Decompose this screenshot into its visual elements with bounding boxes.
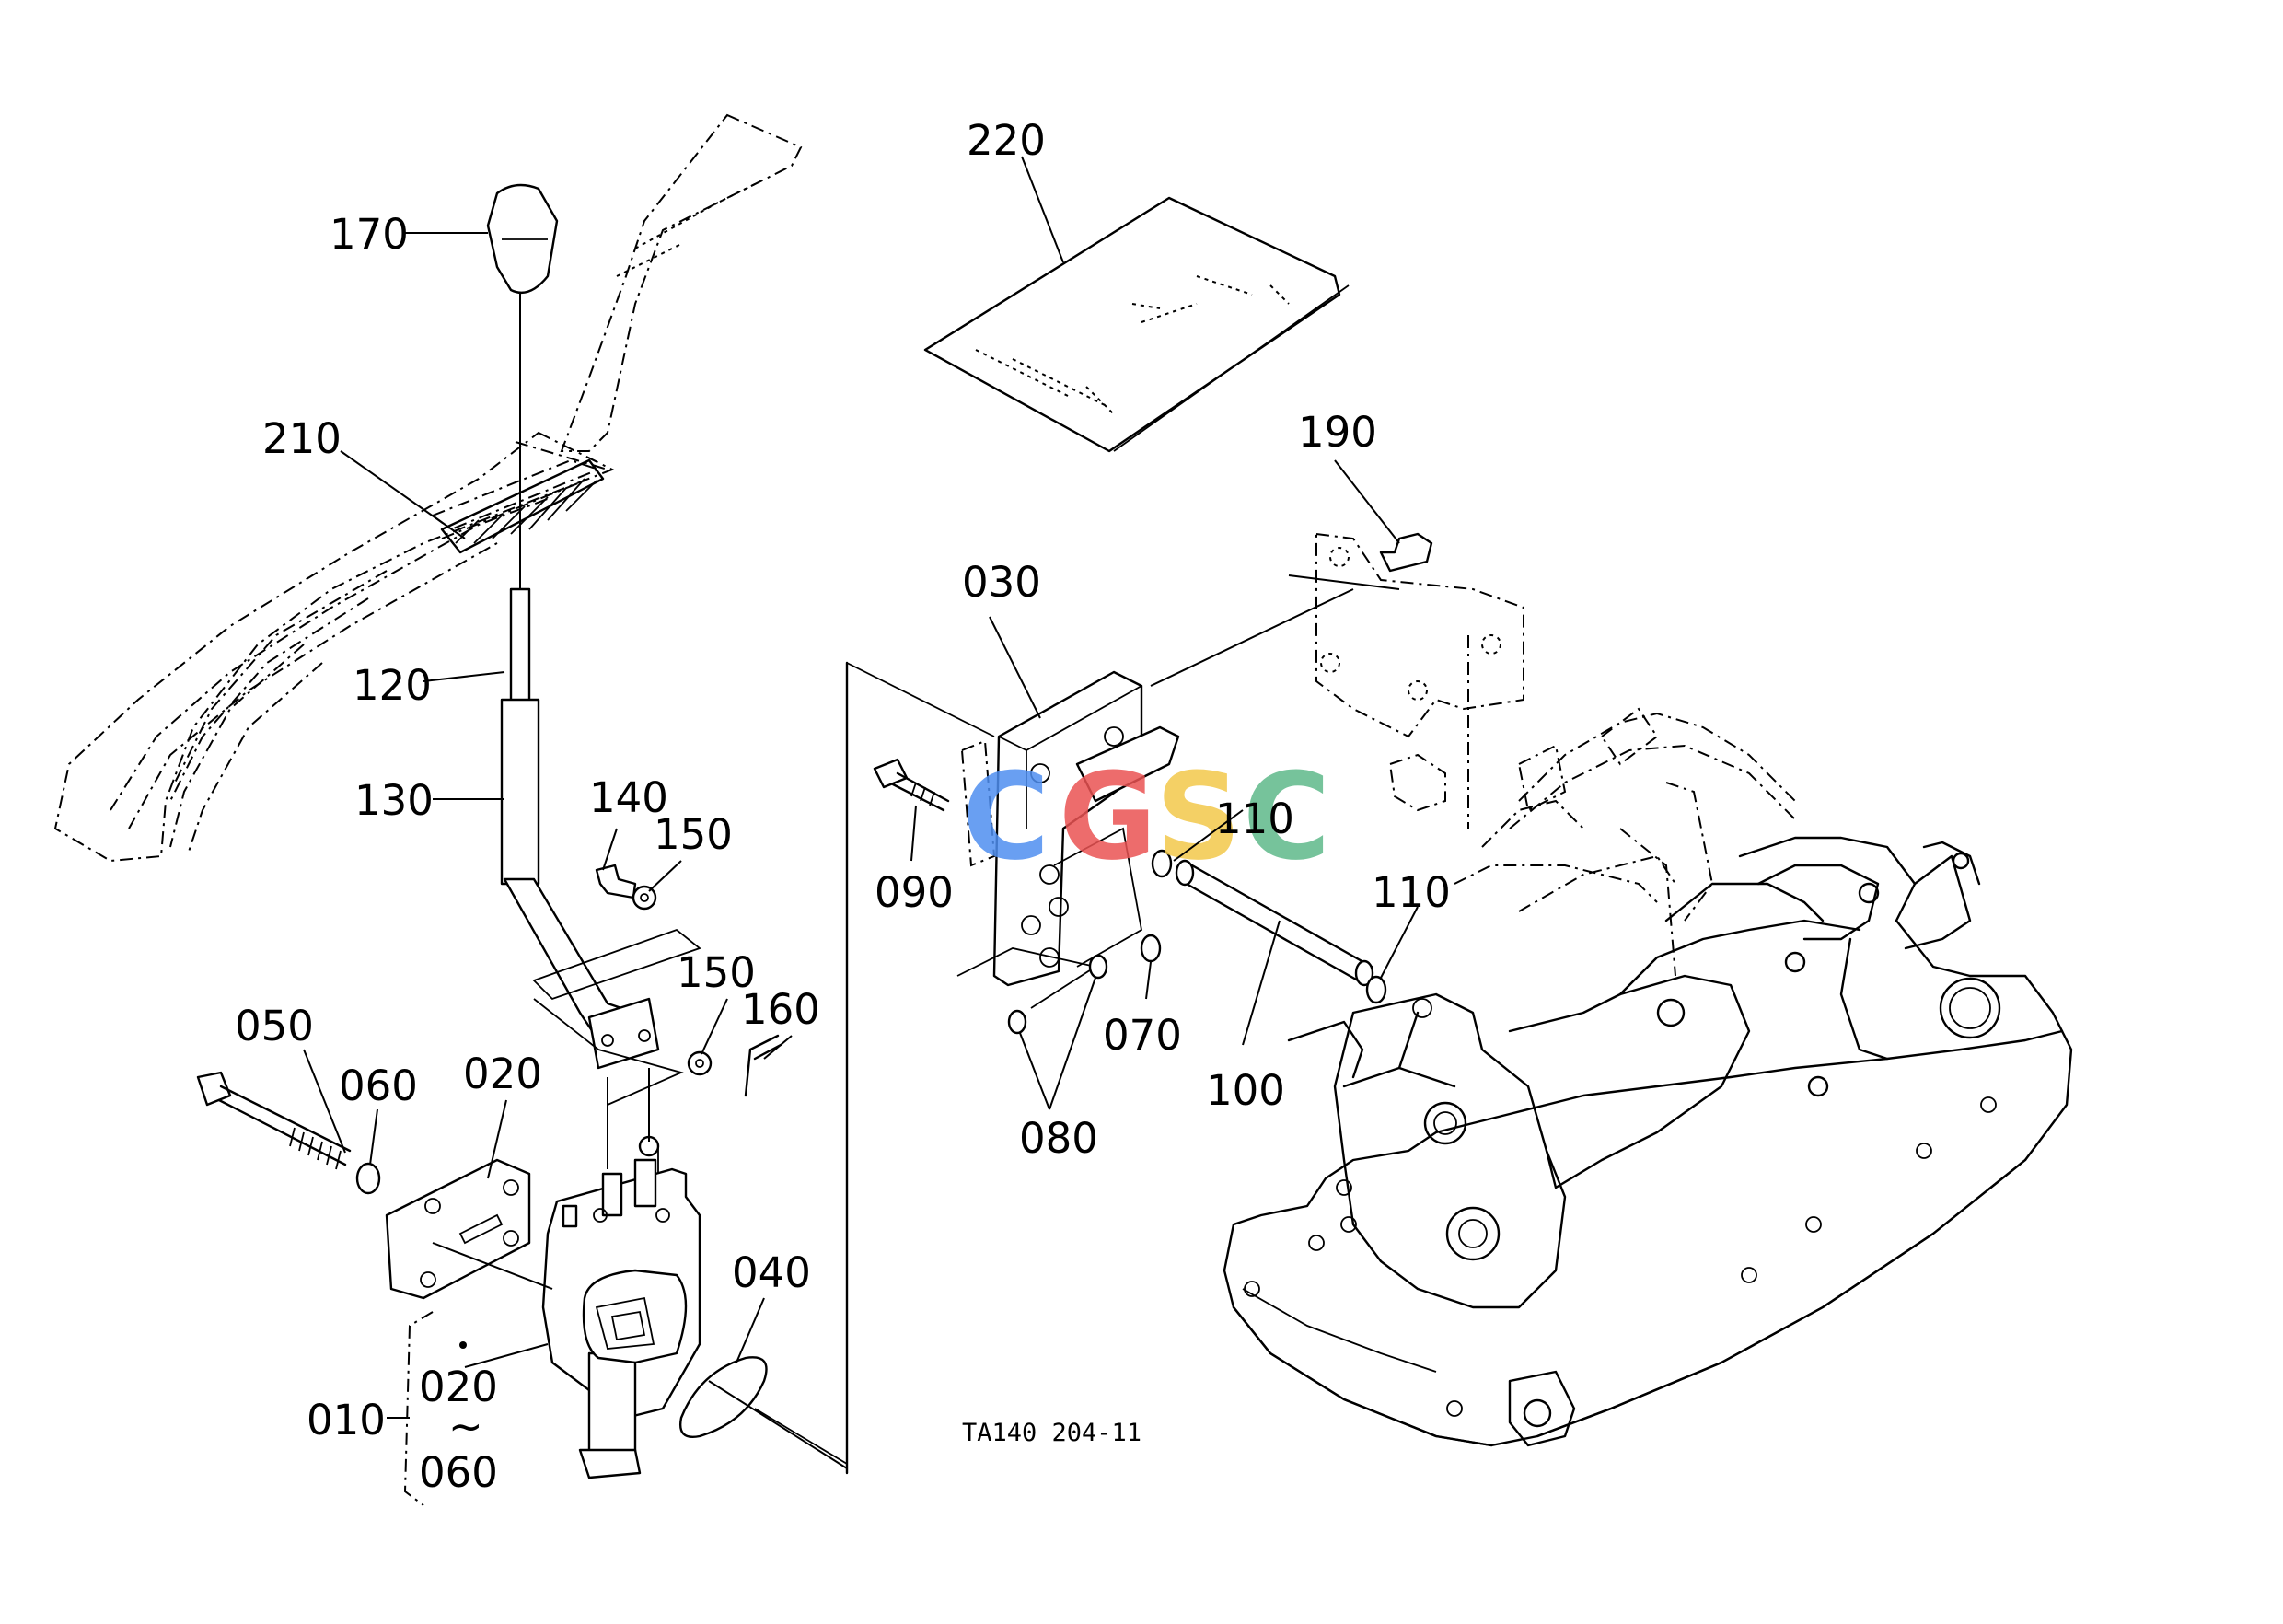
- label-150-a: 150: [654, 810, 733, 859]
- washer-150-a: [632, 885, 657, 911]
- watermark-letter-1: C: [962, 747, 1049, 887]
- lever-guide-plate: [53, 113, 803, 863]
- watermark-letter-2: G: [1059, 747, 1157, 887]
- label-130: 130: [354, 776, 434, 825]
- label-160: 160: [741, 985, 820, 1034]
- label-190: 190: [1298, 408, 1377, 457]
- lever-knob-170: [486, 183, 559, 295]
- label-120: 120: [353, 661, 432, 710]
- label-range-symbol: ~: [448, 1402, 483, 1451]
- label-070: 070: [1103, 1011, 1182, 1060]
- o-ring-080-b: [1007, 1009, 1027, 1035]
- leader-lines: [303, 156, 1419, 1419]
- label-080: 080: [1019, 1114, 1098, 1163]
- label-090: 090: [875, 868, 954, 917]
- hydraulic-housing: [1223, 836, 2073, 1447]
- label-060-range: 060: [419, 1448, 498, 1497]
- washer-150-b: [687, 1050, 713, 1076]
- leaflet-220: [923, 196, 1350, 453]
- watermark-letter-3: S: [1155, 747, 1242, 887]
- o-ring-110-b: [1365, 975, 1387, 1004]
- bolt-190: [1379, 532, 1433, 573]
- lever-assembly: [500, 587, 660, 1070]
- label-010: 010: [307, 1396, 386, 1444]
- bolt-140: [595, 864, 637, 899]
- pipe-100: [1175, 859, 1374, 987]
- o-ring-070: [1140, 934, 1162, 963]
- label-100: 100: [1206, 1066, 1285, 1115]
- label-140: 140: [589, 773, 668, 822]
- control-valve-010: [541, 1135, 701, 1479]
- bolt-050: [196, 1071, 352, 1170]
- top-link-bracket: [1388, 707, 1796, 977]
- label-220: 220: [967, 116, 1046, 165]
- label-050: 050: [235, 1002, 314, 1050]
- label-170: 170: [330, 210, 409, 259]
- label-020-range: 020: [419, 1363, 498, 1411]
- cotter-pin-160: [744, 1034, 782, 1097]
- label-030: 030: [962, 558, 1041, 607]
- label-150-b: 150: [677, 948, 756, 997]
- watermark: C G S C: [962, 747, 1330, 887]
- bolt-090: [873, 758, 950, 812]
- o-ring-040: [679, 1356, 768, 1438]
- slot-cover-210: [440, 458, 605, 554]
- cover-plate-020: [385, 1158, 531, 1300]
- distributor-block-030: [992, 670, 1180, 987]
- label-020: 020: [463, 1050, 542, 1098]
- o-ring-080-a: [1088, 954, 1108, 980]
- label-110-b: 110: [1372, 868, 1451, 917]
- label-210: 210: [262, 414, 342, 463]
- label-110-a: 110: [1215, 795, 1294, 843]
- diagram-code: TA140 204-11: [962, 1419, 1142, 1447]
- label-060: 060: [339, 1061, 418, 1110]
- spring-washer-060: [355, 1162, 381, 1195]
- label-040: 040: [732, 1248, 811, 1297]
- watermark-letter-4: C: [1243, 747, 1330, 887]
- o-ring-110-a: [1151, 849, 1173, 878]
- part-labels: 170 210 120 130 140 150 150 160 050 060 …: [235, 116, 1451, 1497]
- bracket-190-housing: [1315, 532, 1524, 829]
